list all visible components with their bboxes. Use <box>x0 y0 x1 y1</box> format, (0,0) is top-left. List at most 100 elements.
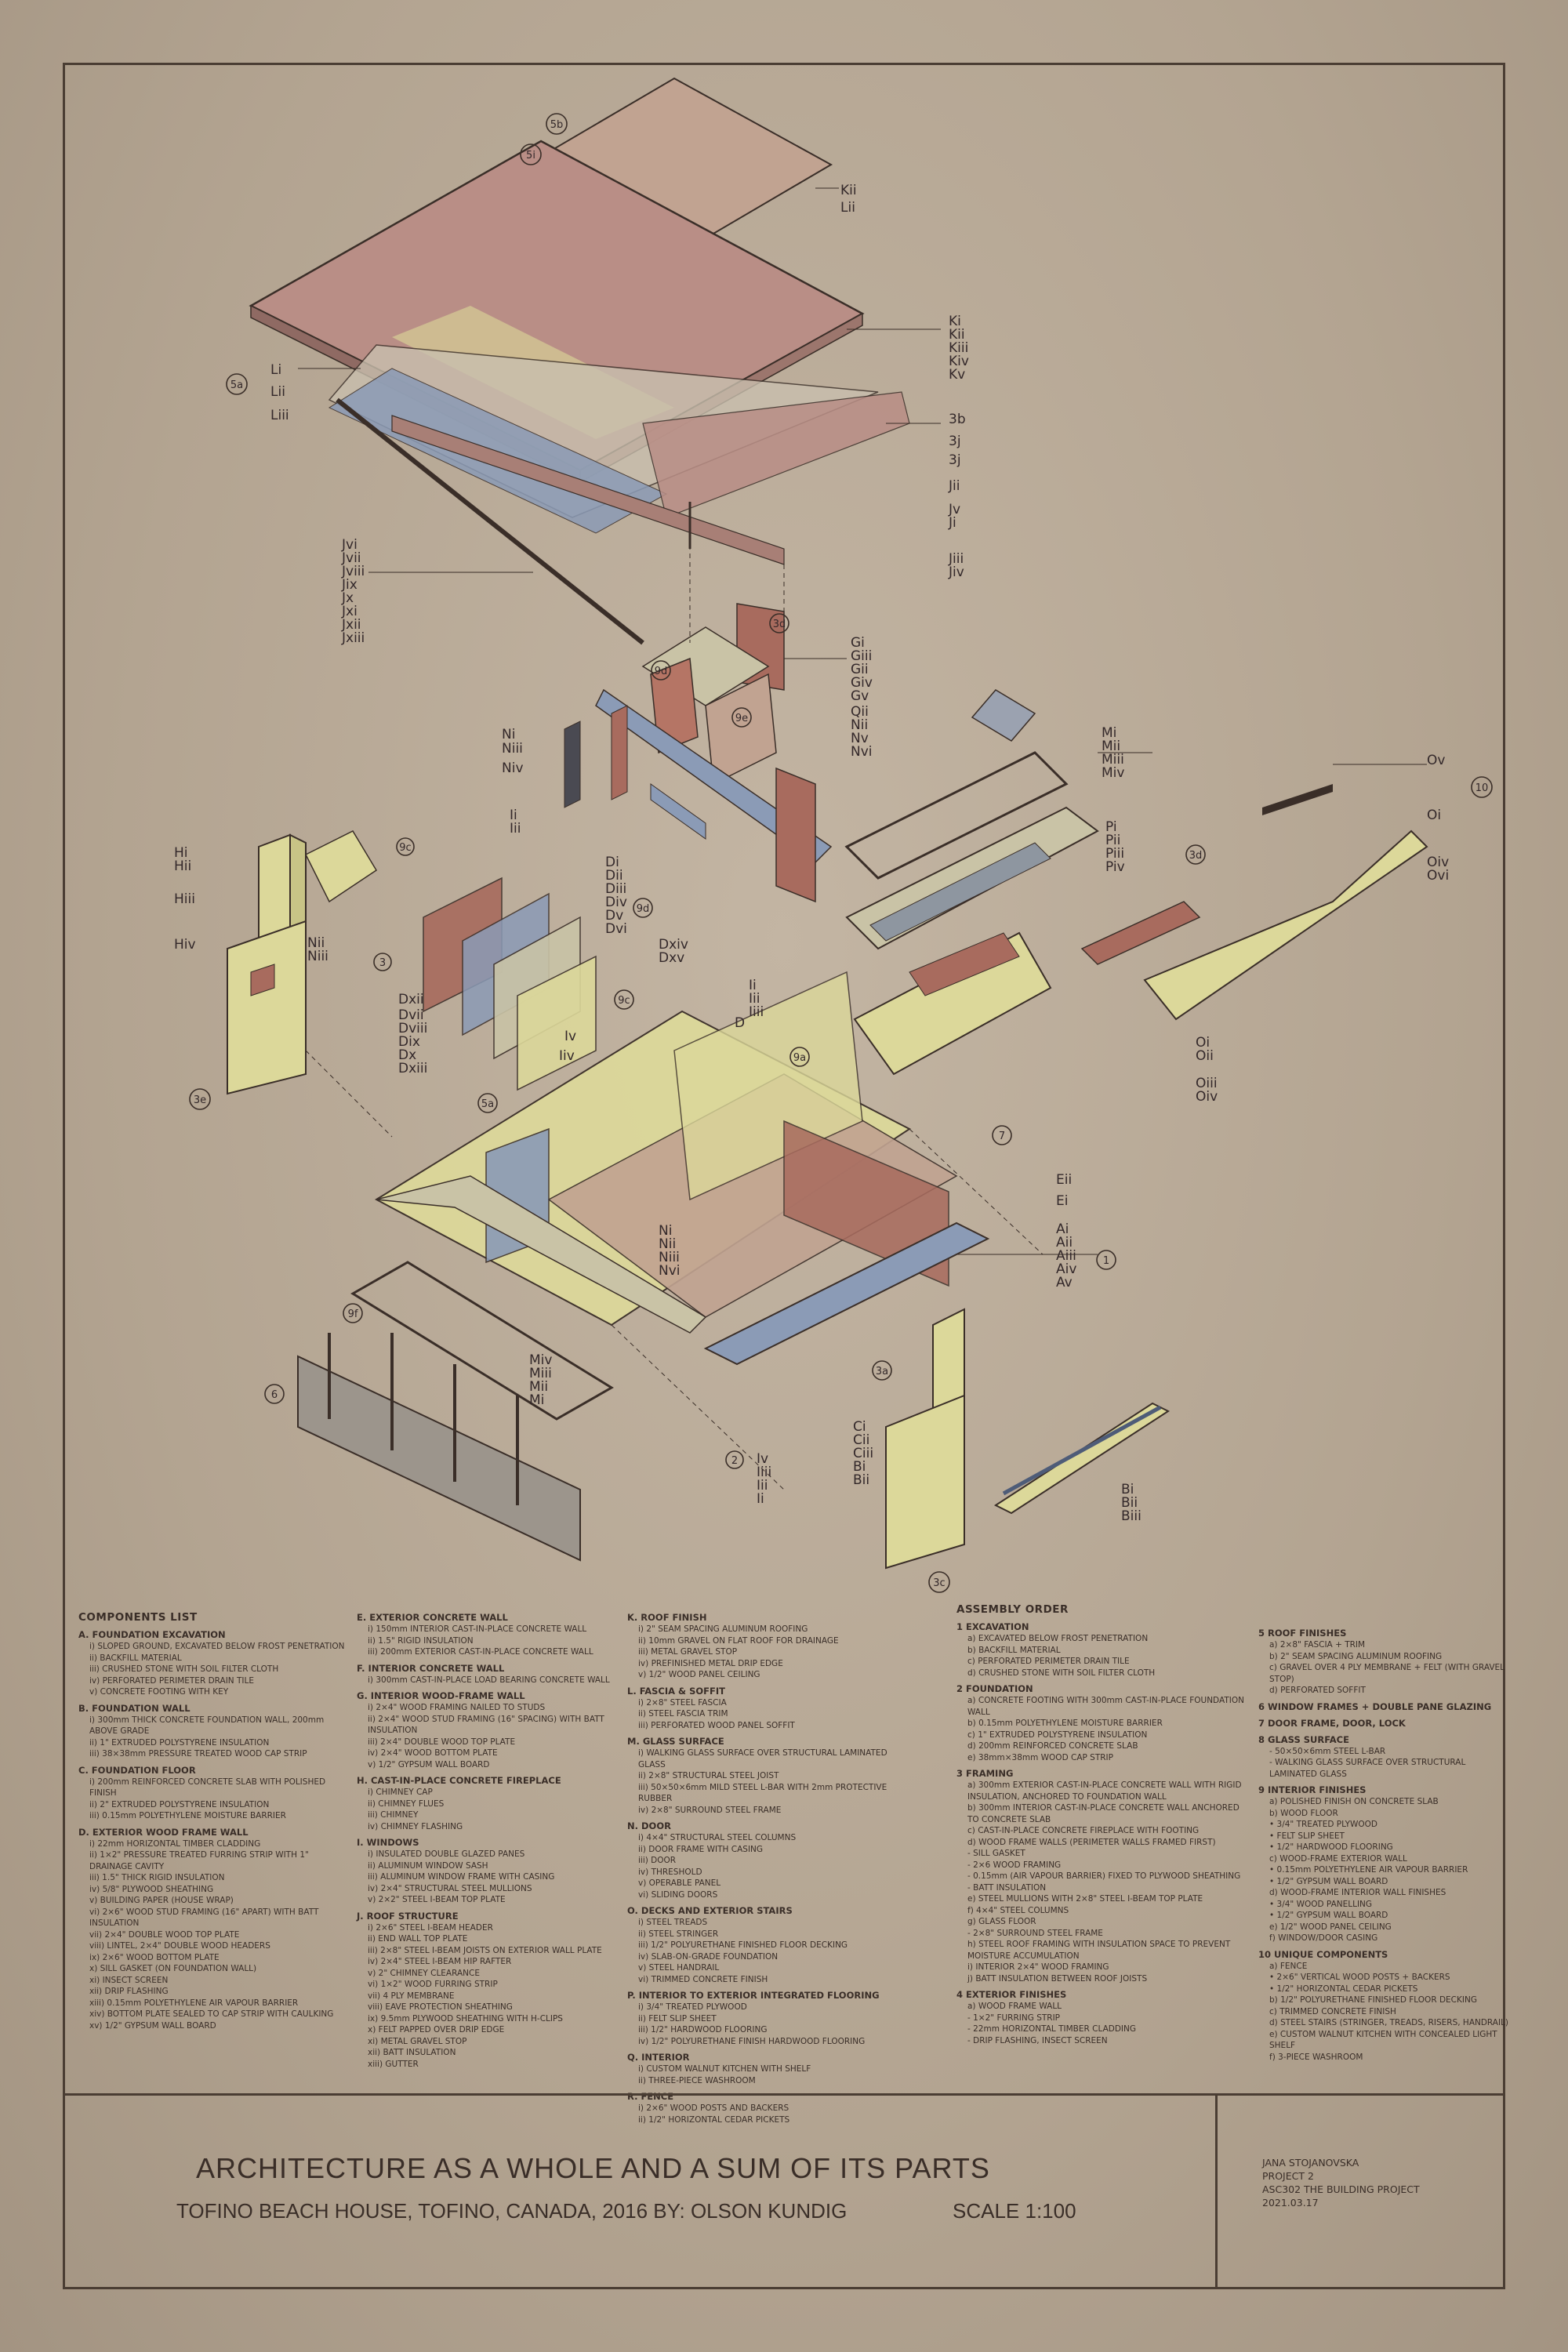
labels-e: Eii Ei <box>1056 1172 1072 1209</box>
list-item: iii) 2×8" STEEL I-BEAM JOISTS ON EXTERIO… <box>368 1945 602 1955</box>
label-miv-low: Miv <box>529 1352 552 1368</box>
list-item: viii) EAVE PROTECTION SHEATHING <box>368 2002 513 2012</box>
labels-j-left: Jvi Jvii Jviii Jix Jx Jxi Jxii Jxiii <box>341 537 365 646</box>
list-section-heading: L. FASCIA & SOFFIT <box>627 1685 725 1697</box>
label-niii-small: Niii <box>307 949 328 964</box>
label-biii: Biii <box>1121 1508 1142 1524</box>
list-item: xiii) GUTTER <box>368 2059 419 2069</box>
list-item: xiii) 0.15mm POLYETHYLENE AIR VAPOUR BAR… <box>89 1998 299 2008</box>
labels-o: Ov Oi Oiv Ovi <box>1427 753 1449 884</box>
list-item: v) CONCRETE FOOTING WITH KEY <box>89 1687 229 1697</box>
list-item: v) 1/2" WOOD PANEL CEILING <box>638 1670 760 1679</box>
label-av: Av <box>1056 1275 1073 1290</box>
callout-5a-mid: 5a <box>481 1098 494 1110</box>
label-ci: Ci <box>853 1419 866 1435</box>
labels-d: Ii Iii Di Dii Diii Div Dv Dvi Dxiv Dxv <box>510 808 688 966</box>
callout-1: 1 <box>1103 1255 1109 1267</box>
list-item: iii) 200mm EXTERIOR CAST-IN-PLACE CONCRE… <box>368 1647 593 1657</box>
credit-course: ASC302 THE BUILDING PROJECT <box>1262 2183 1420 2195</box>
list-item: v) BUILDING PAPER (HOUSE WRAP) <box>89 1896 234 1905</box>
label-dix: Dix <box>398 1034 420 1050</box>
list-item: vi) 2×6" WOOD STUD FRAMING (16" APART) W… <box>89 1907 319 1929</box>
list-section-heading: 1 EXCAVATION <box>956 1621 1029 1632</box>
list-item: ii) STEEL FASCIA TRIM <box>638 1709 728 1719</box>
list-item: v) 2×2" STEEL I-BEAM TOP PLATE <box>368 1895 506 1904</box>
label-div: Div <box>605 895 627 910</box>
label-jv: Jv <box>948 502 960 517</box>
list-item: ii) 1/2" HORIZONTAL CEDAR PICKETS <box>638 2114 790 2125</box>
label-gv: Gv <box>851 688 869 704</box>
label-nvi: Nvi <box>851 744 873 760</box>
list-item: - 50×50×6mm STEEL L-BAR <box>1269 1746 1386 1756</box>
list-item: ii) FELT SLIP SHEET <box>638 2013 717 2024</box>
labels-c: Ci Cii Ciii Bi Bii <box>853 1419 873 1488</box>
list-item: i) INTERIOR 2×4" WOOD FRAMING <box>967 1962 1109 1972</box>
list-item: d) PERFORATED SOFFIT <box>1269 1686 1366 1695</box>
label-lii: Lii <box>840 200 855 216</box>
label-ciii: Ciii <box>853 1446 873 1461</box>
label-dxiv: Dxiv <box>659 937 688 953</box>
label-3j-2: 3j <box>949 452 961 468</box>
list-item: ii) ALUMINUM WINDOW SASH <box>368 1860 488 1871</box>
label-giv: Giv <box>851 675 873 691</box>
label-dxv: Dxv <box>659 950 684 966</box>
label-ai: Ai <box>1056 1221 1069 1237</box>
label-iii-mid: Iii <box>749 991 760 1007</box>
list-item: i) INSULATED DOUBLE GLAZED PANES <box>368 1849 525 1859</box>
labels-o-low: Oi Oii Oiii Oiv <box>1196 1035 1218 1105</box>
list-item: i) 22mm HORIZONTAL TIMBER CLADDING <box>89 1838 261 1849</box>
list-item: i) CUSTOM WALNUT KITCHEN WITH SHELF <box>638 2064 811 2074</box>
credit-project: PROJECT 2 <box>1262 2170 1314 2182</box>
label-iiii-low: Iiii <box>757 1465 771 1480</box>
list-item: e) STEEL MULLIONS WITH 2×8" STEEL I-BEAM… <box>967 1894 1203 1904</box>
label-jix: Jix <box>341 577 358 593</box>
list-item: iii) 1/2" HARDWOOD FLOORING <box>638 2025 768 2034</box>
list-item: iv) 2×4" WOOD BOTTOM PLATE <box>368 1748 498 1758</box>
label-ei: Ei <box>1056 1193 1068 1209</box>
list-item: i) 3/4" TREATED PLYWOOD <box>638 2002 747 2012</box>
label-cii: Cii <box>853 1432 869 1448</box>
list-item: iv) 2×8" SURROUND STEEL FRAME <box>638 1805 782 1815</box>
label-ov: Ov <box>1427 753 1445 768</box>
list-item: • 1/2" GYPSUM WALL BOARD <box>1269 1876 1388 1886</box>
list-item: iii) 2×4" DOUBLE WOOD TOP PLATE <box>368 1737 516 1747</box>
label-hiii: Hiii <box>174 891 195 907</box>
labels-i-mid: Ii Iii Iiii Iv Iiv D <box>559 978 764 1064</box>
callout-9d-mid: 9d <box>637 903 650 915</box>
list-item: i) 150mm INTERIOR CAST-IN-PLACE CONCRETE… <box>368 1624 587 1634</box>
list-item: iii) 1.5" THICK RIGID INSULATION <box>89 1873 225 1882</box>
label-dvii: Dvii <box>398 1007 424 1023</box>
list-item: x) SILL GASKET (ON FOUNDATION WALL) <box>89 1964 257 1973</box>
callout-3a: 3a <box>876 1366 888 1377</box>
callout-5a: 5a <box>230 379 243 391</box>
labels-m: Mi Mii Miii Miv <box>1102 725 1124 781</box>
list-item: i) 2×6" STEEL I-BEAM HEADER <box>368 1922 493 1933</box>
list-item: i) 200mm REINFORCED CONCRETE SLAB WITH P… <box>89 1777 326 1798</box>
list-item: iv) PERFORATED PERIMETER DRAIN TILE <box>89 1675 254 1686</box>
list-item: b) WOOD FLOOR <box>1269 1808 1338 1818</box>
label-mii: Mii <box>1102 739 1120 754</box>
roof-assembly <box>249 77 910 645</box>
list-item: - 1×2" FURRING STRIP <box>967 2013 1060 2023</box>
list-item: i) STEEL TREADS <box>638 1918 708 1927</box>
labels-i-low: Iv Iiii Iii Ii <box>757 1451 771 1507</box>
list-item: i) 2×4" WOOD FRAMING NAILED TO STUDS <box>368 1703 546 1712</box>
list-item: ix) 2×6" WOOD BOTTOM PLATE <box>89 1952 220 1962</box>
label-kiv: Kiv <box>949 354 969 369</box>
label-dii: Dii <box>605 868 623 884</box>
list-item: ii) 1×2" PRESSURE TREATED FURRING STRIP … <box>89 1850 309 1871</box>
labels-p: Pi Pii Piii Piv <box>1105 819 1125 875</box>
list-item: • 3/4" TREATED PLYWOOD <box>1269 1820 1377 1829</box>
list-item: x) FELT PAPPED OVER DRIP EDGE <box>368 2025 505 2034</box>
list-item: - BATT INSULATION <box>967 1882 1047 1893</box>
label-oii-low: Oii <box>1196 1048 1214 1064</box>
list-item: i) CHIMNEY CAP <box>368 1788 433 1797</box>
label-jviii: Jviii <box>341 564 365 579</box>
list-item: b) 2" SEAM SPACING ALUMINUM ROOFING <box>1269 1651 1443 1661</box>
callout-5i: 5i <box>526 150 535 162</box>
label-dvi: Dvi <box>605 921 627 937</box>
list-item: ii) 2" EXTRUDED POLYSTYRENE INSULATION <box>89 1799 270 1809</box>
